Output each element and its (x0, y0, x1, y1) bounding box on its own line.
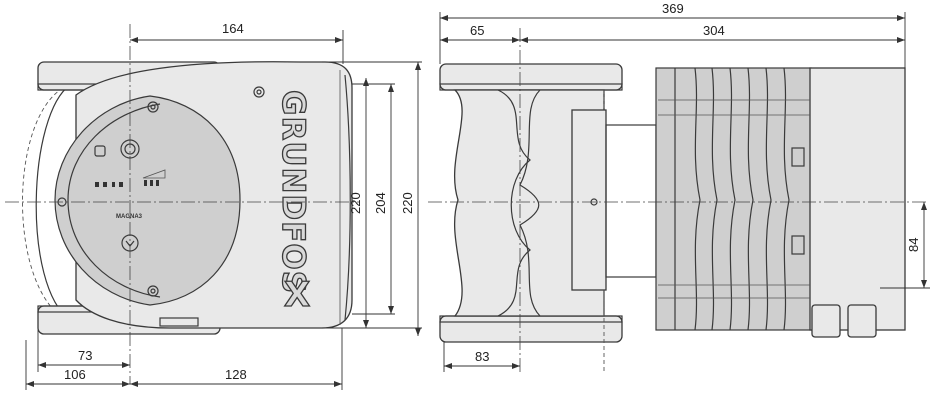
connector-lower (791, 235, 805, 255)
motor-housing (655, 67, 812, 331)
coupling-ring (571, 109, 607, 291)
screw-top (147, 101, 159, 113)
signal-bars-icon (142, 169, 166, 179)
screw-bottom (147, 285, 159, 297)
cooling-fins (658, 67, 810, 331)
dim-304: 304 (703, 23, 725, 38)
front-dimensions: 164 220 204 220 73 106 128 (25, 21, 422, 390)
hidden-volute-outline (22, 87, 64, 319)
dim-369: 369 (662, 1, 684, 16)
dim-106: 106 (64, 367, 86, 382)
control-panel-disc (54, 95, 241, 306)
screw-right-top (253, 86, 265, 98)
dim-65: 65 (470, 23, 484, 38)
brand-text: GRUNDFOS (275, 90, 311, 294)
volute-outline (35, 84, 71, 321)
side-view (428, 28, 928, 372)
connector-upper (791, 147, 805, 167)
dim-164: 164 (222, 21, 244, 36)
dim-204: 204 (373, 192, 388, 214)
pump-housing (453, 89, 605, 317)
cable-gland-left (811, 304, 841, 338)
brand-mark: X (284, 275, 311, 315)
side-top-flange (439, 63, 623, 91)
control-box-side (809, 67, 906, 331)
dim-128: 128 (225, 367, 247, 382)
dim-220-outer: 220 (400, 192, 415, 214)
side-bottom-flange (439, 315, 623, 343)
panel-label: MAGNA3 (116, 214, 143, 220)
front-view: MAGNA3 GRUNDFOS X (5, 24, 360, 384)
bottom-foot (159, 317, 199, 327)
cable-gland-right (847, 304, 877, 338)
dim-84: 84 (906, 238, 921, 252)
dim-83: 83 (475, 349, 489, 364)
dim-220-inner: 220 (348, 192, 363, 214)
indicator-window (94, 145, 106, 157)
side-dimensions: 369 65 304 83 84 (439, 1, 930, 372)
dim-73: 73 (78, 348, 92, 363)
